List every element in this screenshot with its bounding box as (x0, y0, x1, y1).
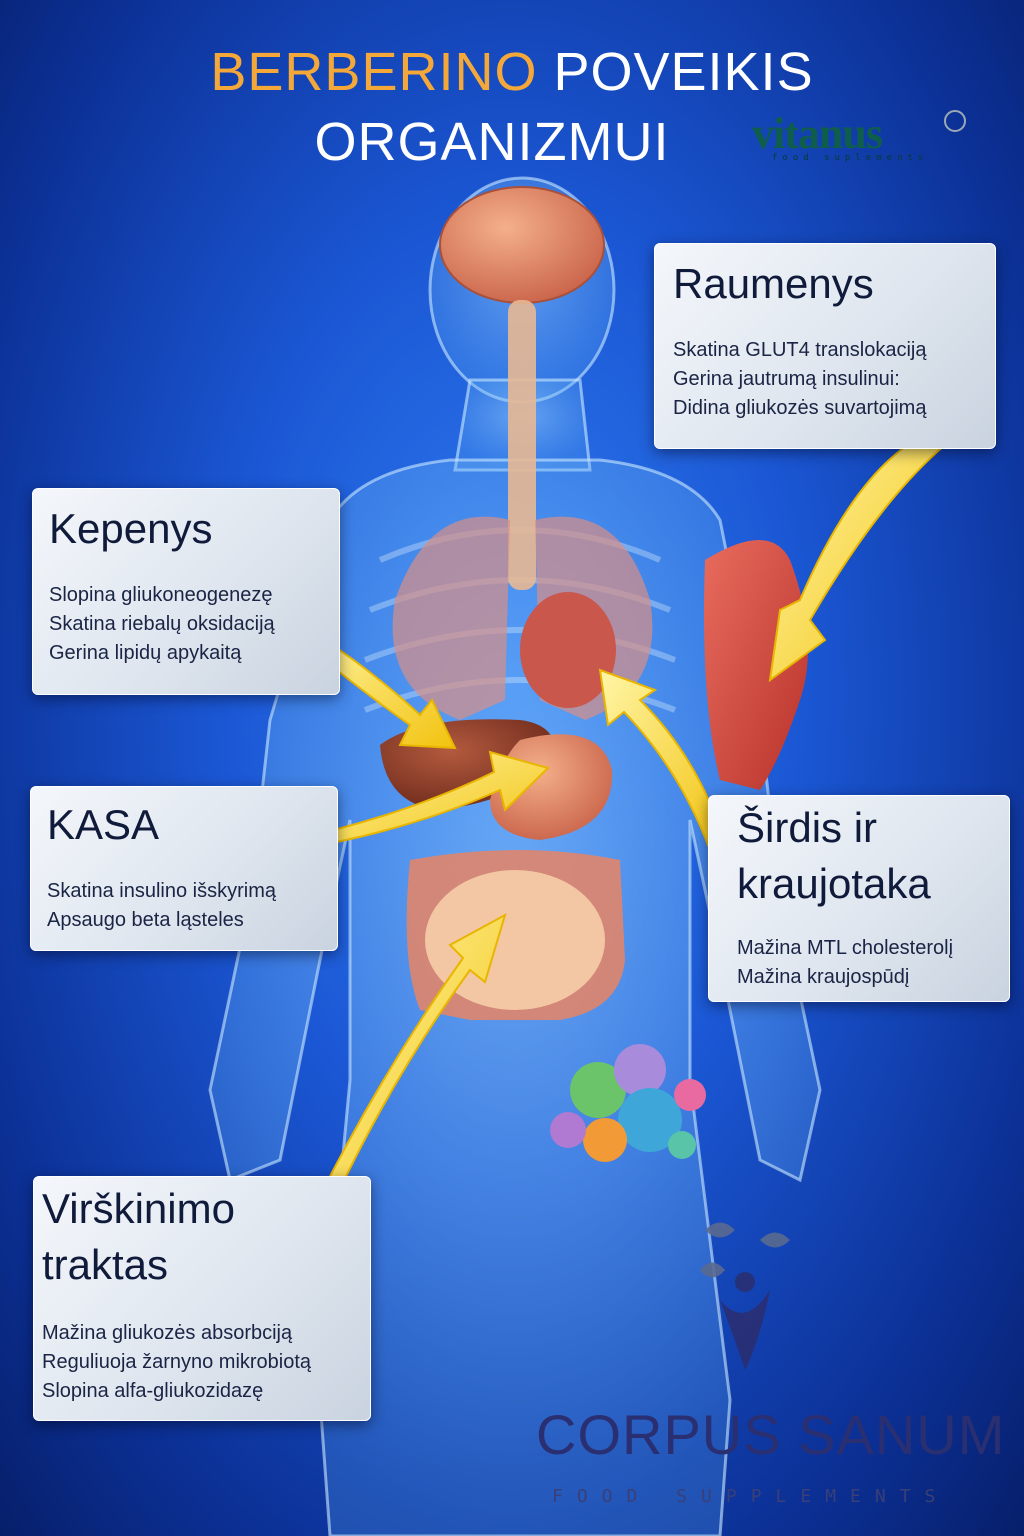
card-digestive-title: Virškinimo traktas (42, 1181, 235, 1293)
arrow-to-stomach (298, 750, 550, 850)
card-pancreas-list: Skatina insulino išskyrimą Apsaugo beta … (47, 877, 276, 935)
brain (439, 186, 605, 304)
card-pancreas-title: KASA (47, 801, 160, 848)
card-muscles-title: Raumenys (673, 260, 874, 307)
card-heart-title: Širdis ir kraujotaka (737, 800, 931, 912)
card-digestive-title-line-1: Virškinimo (42, 1185, 235, 1232)
list-item: Slopina gliukoneogenezę (49, 584, 273, 606)
list-item: Slopina alfa-gliukozidazę (42, 1380, 264, 1402)
arrow-to-intestine (316, 912, 507, 1212)
card-digestive-title-line-2: traktas (42, 1241, 169, 1288)
corpus-sanum-emblem (700, 1222, 790, 1370)
card-digestive: Virškinimo traktas Mažina gliukozės abso… (33, 1176, 371, 1421)
card-muscles-list: Skatina GLUT4 translokaciją Gerina jautr… (673, 336, 926, 423)
title-rest: POVEIKIS (553, 42, 814, 102)
list-item: Mažina MTL cholesterolį (737, 937, 954, 959)
arrow-to-heart (598, 668, 727, 852)
card-heart-title-line-1: Širdis ir (737, 804, 878, 851)
vitanus-wordmark: vitanus (752, 109, 883, 158)
card-heart: Širdis ir kraujotaka Mažina MTL choleste… (708, 795, 1010, 1002)
card-pancreas: KASA Skatina insulino išskyrimą Apsaugo … (30, 786, 338, 951)
main-title-line-2: ORGANIZMUI (314, 112, 670, 172)
list-item: Skatina riebalų oksidaciją (49, 613, 275, 635)
heart (520, 592, 616, 708)
corpus-sanum-tagline: FOOD SUPPLEMENTS (552, 1486, 950, 1507)
card-liver-list: Slopina gliukoneogenezę Skatina riebalų … (49, 581, 275, 668)
list-item: Mažina gliukozės absorbciją (42, 1322, 293, 1344)
card-heart-list: Mažina MTL cholesterolį Mažina kraujospū… (737, 934, 953, 992)
list-item: Gerina jautrumą insulinui: (673, 368, 900, 390)
small-intestine (425, 870, 605, 1010)
trachea (508, 300, 536, 590)
list-item: Apsaugo beta ląsteles (47, 909, 244, 931)
card-liver-title: Kepenys (49, 505, 213, 552)
arrow-to-muscle (768, 428, 947, 683)
list-item: Mažina kraujospūdį (737, 966, 910, 988)
list-item: Skatina GLUT4 translokaciją (673, 339, 927, 361)
list-item: Didina gliukozės suvartojimą (673, 397, 927, 419)
card-heart-title-line-2: kraujotaka (737, 860, 931, 907)
check-icon (944, 110, 966, 132)
main-title-line-1: BERBERINO POVEIKIS (0, 42, 1024, 102)
corpus-sanum-wordmark: CORPUS SANUM (536, 1403, 1006, 1466)
card-muscles: Raumenys Skatina GLUT4 translokaciją Ger… (654, 243, 996, 449)
card-liver: Kepenys Slopina gliukoneogenezę Skatina … (32, 488, 340, 695)
arm-muscle (704, 540, 808, 790)
list-item: Skatina insulino išskyrimą (47, 880, 276, 902)
list-item: Gerina lipidų apykaitą (49, 642, 242, 664)
vitanus-logo: vitanus food suplements (752, 108, 972, 163)
lungs-left (392, 516, 510, 720)
card-digestive-list: Mažina gliukozės absorbciją Reguliuoja ž… (42, 1319, 311, 1406)
gut-microbiota (550, 1044, 706, 1162)
list-item: Reguliuoja žarnyno mikrobiotą (42, 1351, 312, 1373)
vitanus-tagline: food suplements (772, 153, 929, 163)
title-accent: BERBERINO (210, 42, 538, 102)
